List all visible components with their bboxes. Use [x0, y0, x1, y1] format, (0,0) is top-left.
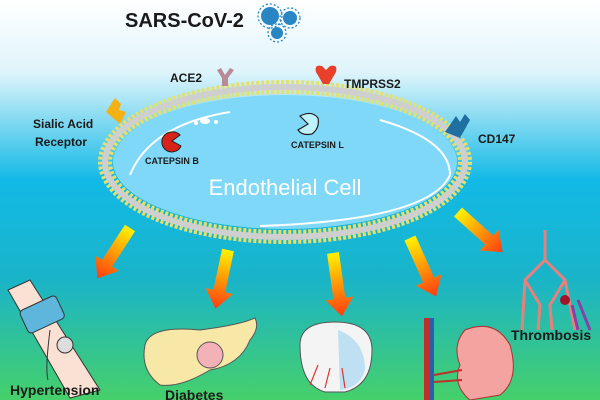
arrows — [95, 207, 503, 317]
arrow-diabetes — [205, 248, 234, 309]
title: SARS-CoV-2 — [125, 10, 244, 32]
catepsin-b-icon — [161, 131, 182, 153]
cd147-receptor-icon — [445, 114, 470, 138]
blood-vessel-thrombosis-icon — [520, 230, 592, 331]
tmprss2-label: TMPRSS2 — [344, 77, 401, 91]
arrow-kidney — [404, 235, 442, 297]
diabetes-label: Diabetes — [165, 387, 224, 400]
catepsin-l-label: CATEPSIN L — [291, 140, 344, 150]
endothelial-cell — [98, 80, 472, 244]
cd147-label: CD147 — [478, 132, 516, 146]
arrow-brain — [325, 252, 354, 317]
sialic-acid-receptor-icon — [106, 98, 126, 124]
brain-icon — [299, 321, 373, 393]
catepsin-l-icon — [297, 112, 319, 136]
catepsin-b-label: CATEPSIN B — [145, 156, 199, 166]
cell-label: Endothelial Cell — [209, 175, 362, 200]
sialic-acid-label-line1: Sialic Acid — [33, 117, 93, 131]
virus-icon — [257, 3, 301, 43]
sialic-acid-label-line2: Receptor — [35, 135, 87, 149]
ace2-receptor-icon — [217, 68, 234, 86]
ace2-label: ACE2 — [170, 71, 202, 85]
arrow-thrombosis — [453, 207, 503, 253]
thrombosis-label: Thrombosis — [511, 327, 591, 343]
hypertension-label: Hypertension — [10, 382, 99, 398]
tmprss2-receptor-icon — [315, 65, 337, 84]
kidney-icon — [424, 318, 514, 400]
arrow-hypertension — [95, 224, 136, 279]
pancreas-icon — [143, 317, 258, 386]
blood-pressure-arm-icon — [7, 279, 101, 399]
